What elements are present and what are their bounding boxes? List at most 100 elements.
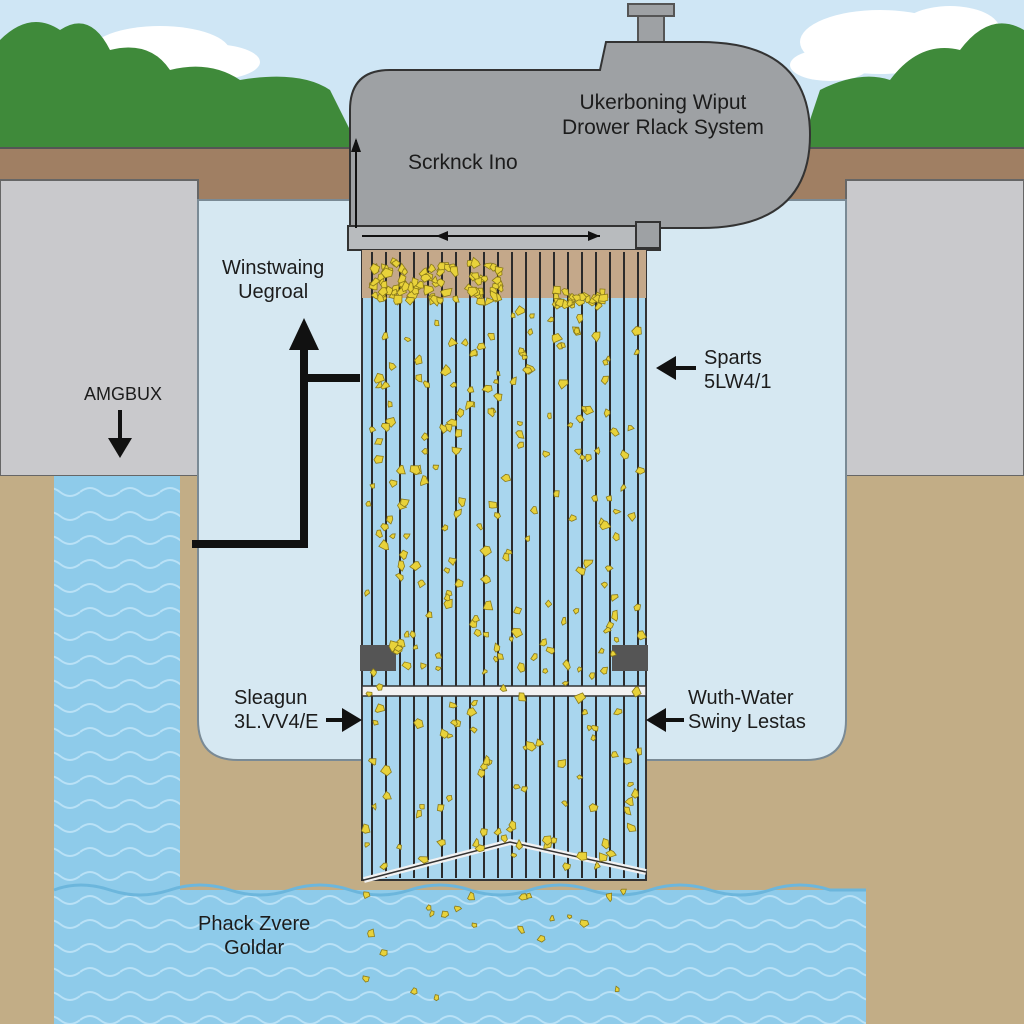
gold-nugget [395, 464, 406, 475]
gold-nugget [385, 417, 397, 428]
gold-nugget [382, 790, 392, 800]
gold-nugget [598, 852, 608, 862]
gold-nugget [610, 594, 619, 602]
gold-nugget [497, 284, 504, 293]
gold-nugget [546, 316, 554, 323]
gold-nugget [367, 928, 375, 938]
gold-nugget [605, 355, 611, 362]
gold-nugget [493, 655, 499, 663]
gold-nugget [583, 559, 594, 569]
gold-nugget [439, 287, 453, 298]
title-line2: Drower Rlack System [562, 116, 764, 140]
gold-nugget [484, 297, 494, 306]
gold-nugget [544, 599, 553, 608]
gold-nugget [488, 500, 498, 509]
gold-nugget [491, 276, 502, 285]
gold-nugget [516, 441, 524, 449]
gold-nugget [500, 473, 512, 483]
gold-nugget [403, 630, 410, 638]
gold-nugget [508, 636, 514, 643]
gold-nugget [471, 922, 478, 928]
gold-nugget [470, 699, 478, 707]
gold-nugget [508, 820, 517, 831]
title-line1: Ukerboning Wiput [579, 91, 747, 114]
gold-nugget [573, 327, 581, 335]
gold-nugget [381, 332, 389, 341]
gold-nugget [494, 266, 504, 276]
gold-nugget [581, 708, 589, 716]
gold-nugget [575, 414, 585, 424]
gold-nugget [454, 578, 464, 588]
gold-nugget [510, 852, 518, 858]
gold-nugget [576, 314, 584, 324]
gold-nugget [451, 446, 463, 456]
wuth-water-line1: Wuth-Water [688, 687, 794, 709]
gold-nugget [420, 273, 432, 283]
gold-nugget [479, 828, 488, 837]
wuth-water-arrow-icon [646, 708, 684, 732]
gold-nugget [435, 666, 442, 672]
gold-nugget [605, 849, 617, 858]
gold-nugget [626, 822, 637, 833]
gold-nugget [371, 802, 377, 811]
tank-label: Scrknck Ino [408, 151, 518, 174]
gold-nugget [446, 733, 454, 739]
gold-nugget [489, 289, 498, 302]
amgbux-label: AMGBUX [84, 384, 163, 404]
gold-nugget [419, 804, 425, 810]
gold-nugget [458, 497, 467, 508]
gold-nugget [443, 598, 453, 610]
diagram-title: Ukerboning Wiput Drower Rlack System [562, 90, 764, 140]
gold-nugget [574, 299, 585, 307]
gold-nugget [620, 449, 630, 460]
gold-nugget [379, 862, 388, 871]
gold-nugget [593, 861, 601, 870]
gold-nugget [591, 331, 601, 343]
gold-nugget [365, 691, 373, 698]
gold-nugget [579, 454, 586, 461]
gold-nugget [496, 370, 501, 377]
gold-nugget [436, 804, 445, 812]
gold-nugget [556, 342, 563, 350]
gold-nugget [573, 692, 587, 705]
gold-nugget [529, 313, 535, 319]
gold-nugget [515, 430, 525, 439]
gold-nugget [466, 386, 475, 394]
gold-nugget [487, 408, 495, 418]
gold-nugget [407, 281, 414, 294]
gold-nugget [527, 328, 534, 336]
gold-nugget [510, 312, 516, 319]
gold-nugget [394, 572, 404, 582]
gold-nugget [529, 506, 538, 515]
gold-nugget [623, 757, 633, 765]
gold-nugget [400, 498, 410, 508]
sparts-arrow-icon [656, 356, 696, 380]
gold-nugget [467, 891, 475, 901]
gold-nugget [363, 891, 371, 900]
gold-nugget [492, 379, 499, 384]
gold-nugget [390, 288, 398, 296]
gold-nugget [396, 843, 402, 851]
gold-nugget [557, 759, 567, 769]
gold-nugget [439, 423, 448, 434]
sleagun-line2: 3L.VV4/E [234, 711, 319, 733]
gold-nugget [388, 479, 398, 488]
gold-nugget [401, 661, 412, 671]
winstwaing-label: Winstwaing Uegroal [222, 256, 324, 304]
gold-nugget [605, 892, 612, 903]
gold-nugget [429, 910, 435, 918]
gold-nugget [435, 278, 445, 288]
gold-nugget [612, 531, 620, 542]
gold-nugget [423, 284, 435, 296]
gold-nugget [562, 862, 571, 872]
gold-nugget [579, 919, 590, 928]
gold-nugget [603, 408, 611, 418]
gold-nugget [380, 523, 389, 532]
gold-nugget [631, 686, 642, 698]
gold-nugget [418, 267, 428, 277]
gold-nugget [631, 326, 642, 336]
gold-nugget [456, 407, 465, 418]
gold-nugget [513, 784, 521, 790]
gold-nugget [453, 905, 463, 913]
